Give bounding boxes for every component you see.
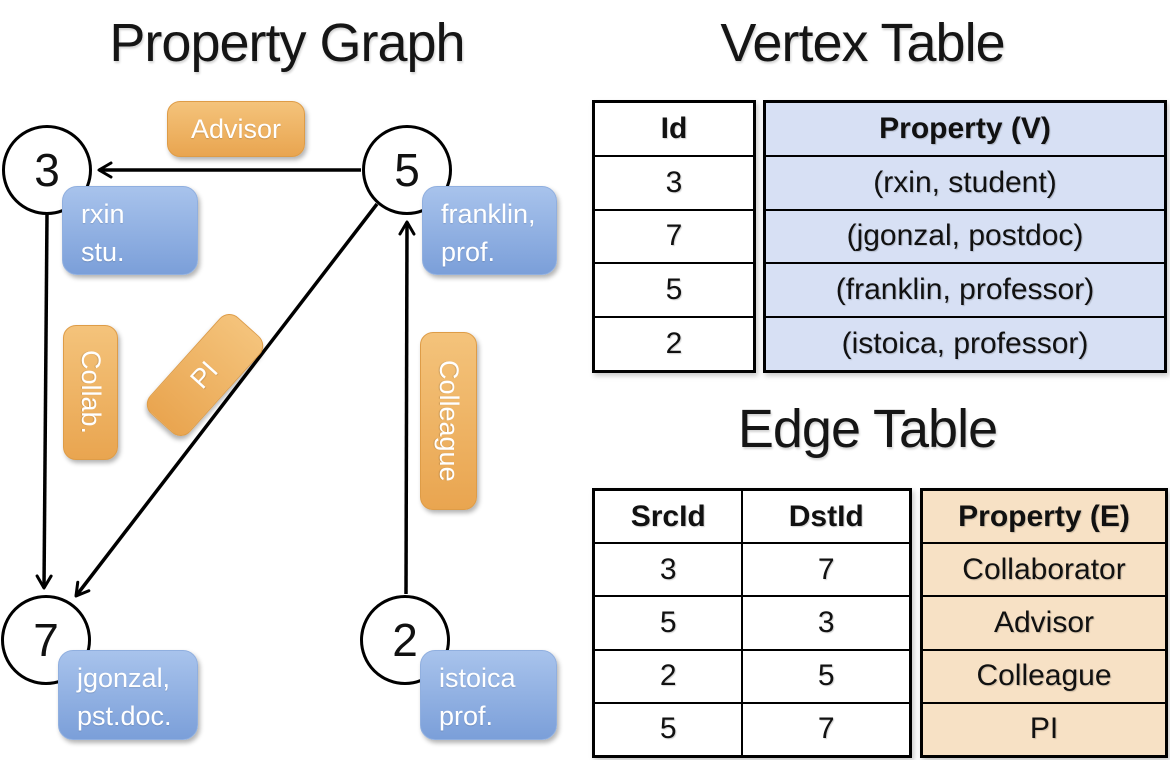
vertex-id-label: 5	[394, 144, 420, 196]
edge-table-property-cell: Collaborator	[923, 542, 1165, 596]
edge-table-property-column: Property (E) Collaborator Advisor Collea…	[920, 488, 1168, 758]
vertex-table-property-cell: (istoica, professor)	[766, 316, 1164, 370]
vertex-property-line: pst.doc.	[77, 701, 172, 732]
edge-table-dstid-header: DstId	[788, 499, 864, 533]
edge-label-advisor: Advisor	[167, 101, 305, 157]
edge-table-id-columns: SrcId 3 5 2 5 DstId 7 3 5 7	[592, 488, 912, 758]
vertex-table-property-cell: (franklin, professor)	[766, 262, 1164, 317]
vertex-table-id-cell: 5	[595, 262, 753, 316]
vertex-id-label: 3	[34, 144, 60, 196]
vertex-table-property-cell: (jgonzal, postdoc)	[766, 208, 1164, 263]
edge-table-srcid-cell: 5	[595, 701, 742, 755]
page-title-vertex-table: Vertex Table	[720, 13, 1005, 73]
vertex-id-label: 7	[33, 614, 59, 666]
edge-5-to-7-pi	[74, 202, 379, 598]
edge-table-srcid-cell: 5	[595, 595, 742, 648]
edge-table-property-cell: PI	[923, 701, 1165, 756]
vertex-property-box-5: franklin, prof.	[422, 186, 557, 275]
vertex-table-id-cell: 2	[595, 316, 753, 370]
graph-edges-layer	[35, 161, 416, 598]
vertex-property-line: rxin	[81, 199, 125, 229]
vertex-property-line: prof.	[439, 701, 494, 732]
edge-2-to-5-colleague	[398, 220, 416, 595]
edge-table-srcid-cell: 3	[595, 542, 742, 595]
edge-table-dstid-cell: 3	[743, 595, 909, 648]
vertex-property-line: franklin,	[441, 199, 536, 229]
vertex-circle-2: 2	[360, 595, 450, 685]
edge-table-dstid-cell: 7	[743, 542, 909, 595]
page-title-property-graph: Property Graph	[109, 13, 465, 73]
edge-table-property-header: Property (E)	[923, 491, 1165, 543]
edge-table-srcid-cell: 2	[595, 648, 742, 702]
edge-table-dstid-cell: 7	[743, 701, 909, 755]
vertex-id-label: 2	[392, 614, 418, 666]
edge-table-srcid-header: SrcId	[630, 499, 706, 533]
vertex-table-id-cell: 7	[595, 208, 753, 263]
edge-table-property-cell: Advisor	[923, 595, 1165, 649]
vertex-property-box-2: istoica prof.	[420, 650, 557, 740]
edge-label-colleague: Colleague	[420, 332, 477, 510]
vertex-property-line: stu.	[81, 237, 125, 268]
vertex-table-id-column: Id 3 7 5 2	[592, 100, 756, 373]
vertex-circle-5: 5	[362, 125, 452, 215]
edge-3-to-7-collab	[35, 213, 53, 590]
vertex-property-line: istoica	[439, 663, 516, 693]
edge-table-dstid-cell: 5	[743, 648, 909, 702]
edge-table-srcid-column: SrcId 3 5 2 5	[595, 491, 742, 755]
vertex-property-box-3: rxin stu.	[62, 186, 198, 275]
vertex-table-id-cell: 3	[595, 154, 753, 209]
vertex-property-line: prof.	[441, 237, 496, 268]
vertex-table-property-column: Property (V) (rxin, student) (jgonzal, p…	[763, 100, 1167, 373]
edge-label-collab: Collab.	[63, 325, 118, 460]
vertex-table-property-cell: (rxin, student)	[766, 154, 1164, 209]
edge-table-dstid-column: DstId 7 3 5 7	[741, 491, 909, 755]
vertex-table-id-header: Id	[660, 111, 688, 145]
edge-table-property-cell: Colleague	[923, 648, 1165, 702]
page-title-edge-table: Edge Table	[737, 399, 998, 459]
vertex-property-box-7: jgonzal, pst.doc.	[58, 650, 198, 740]
vertex-table-property-header: Property (V)	[766, 103, 1164, 155]
vertex-property-line: jgonzal,	[77, 663, 171, 693]
